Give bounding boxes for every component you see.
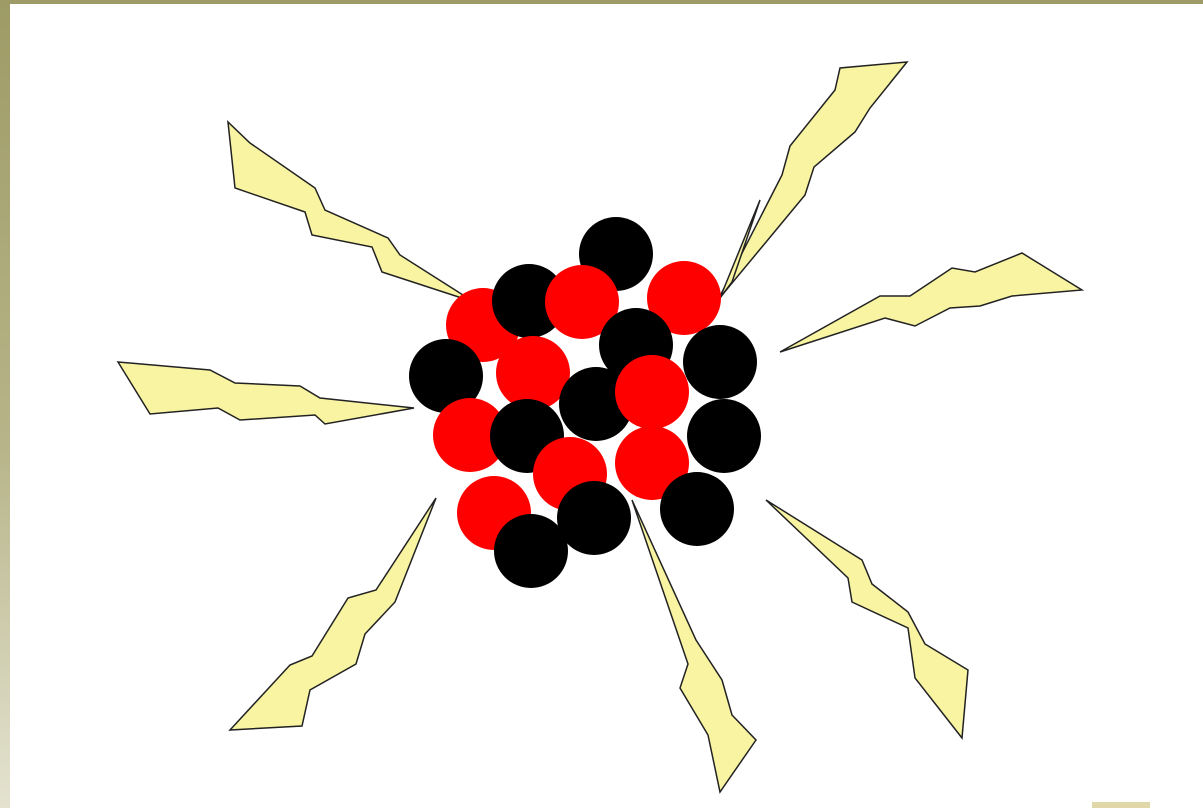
ray-upper-left: [228, 122, 474, 302]
ray-upper-right: [718, 62, 907, 300]
neutron-nucleon: [660, 472, 734, 546]
ray-left: [118, 362, 414, 424]
ray-right: [780, 253, 1082, 352]
ray-lower-left: [230, 498, 436, 730]
neutron-nucleon: [494, 514, 568, 588]
atomic-nucleus: [409, 217, 761, 588]
slide-corner-mark: [1092, 802, 1150, 808]
proton-nucleon: [615, 355, 689, 429]
neutron-nucleon: [557, 481, 631, 555]
ray-lower-right: [766, 500, 968, 738]
proton-nucleon: [496, 336, 570, 410]
neutron-nucleon: [687, 399, 761, 473]
neutron-nucleon: [683, 325, 757, 399]
